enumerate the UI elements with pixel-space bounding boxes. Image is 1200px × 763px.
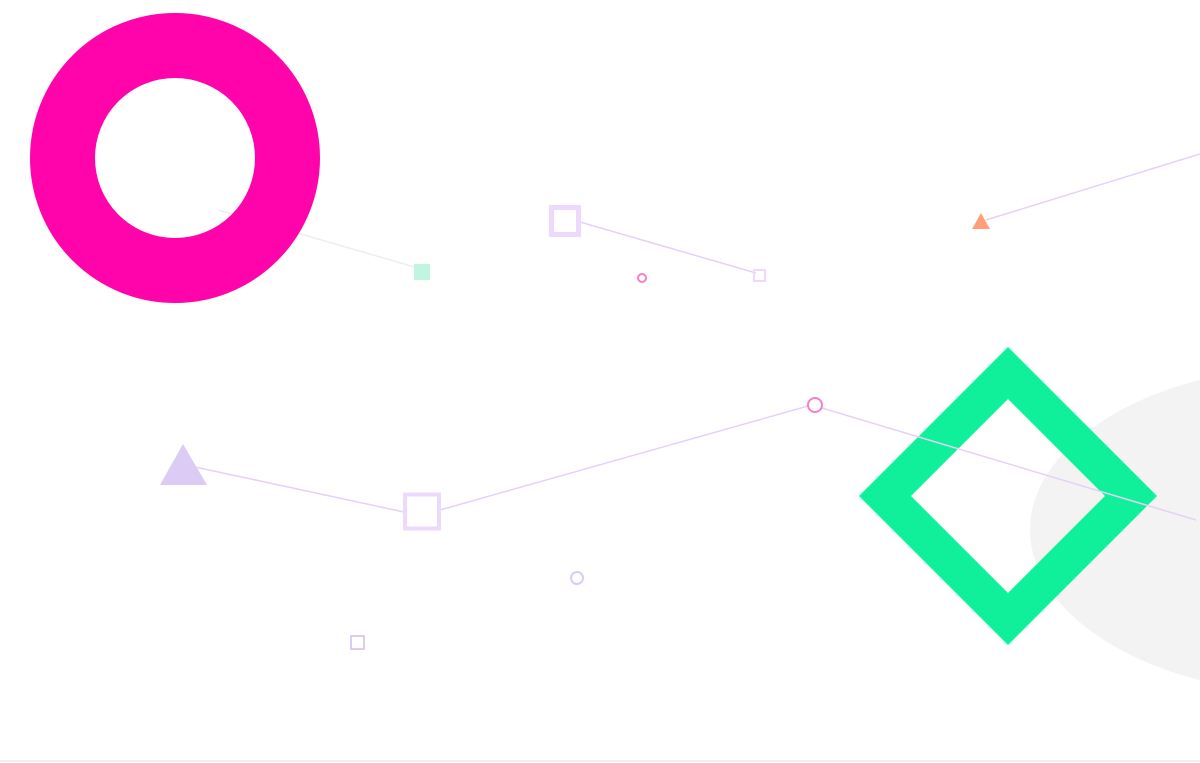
green-diamond-shape (859, 347, 1157, 645)
small-pink-circle-shape (637, 273, 647, 283)
lavender-triangle-shape (160, 444, 207, 485)
pink-circle-outline-shape (807, 397, 823, 413)
connector-line (985, 153, 1200, 221)
orange-triangle-shape (972, 213, 990, 229)
lavender-circle-outline-shape (570, 571, 584, 585)
purple-square-outline-shape (549, 205, 581, 237)
small-square-outline-shape (350, 635, 365, 650)
square-outline-shape (403, 492, 441, 531)
bottom-divider (0, 760, 1200, 762)
pink-ring-shape (30, 13, 320, 303)
small-square-outline-shape (753, 269, 766, 282)
connector-line (194, 466, 405, 513)
connector-line (821, 407, 1197, 521)
connector-line (579, 221, 757, 274)
connector-line (439, 405, 809, 511)
mint-square-shape (414, 264, 430, 280)
